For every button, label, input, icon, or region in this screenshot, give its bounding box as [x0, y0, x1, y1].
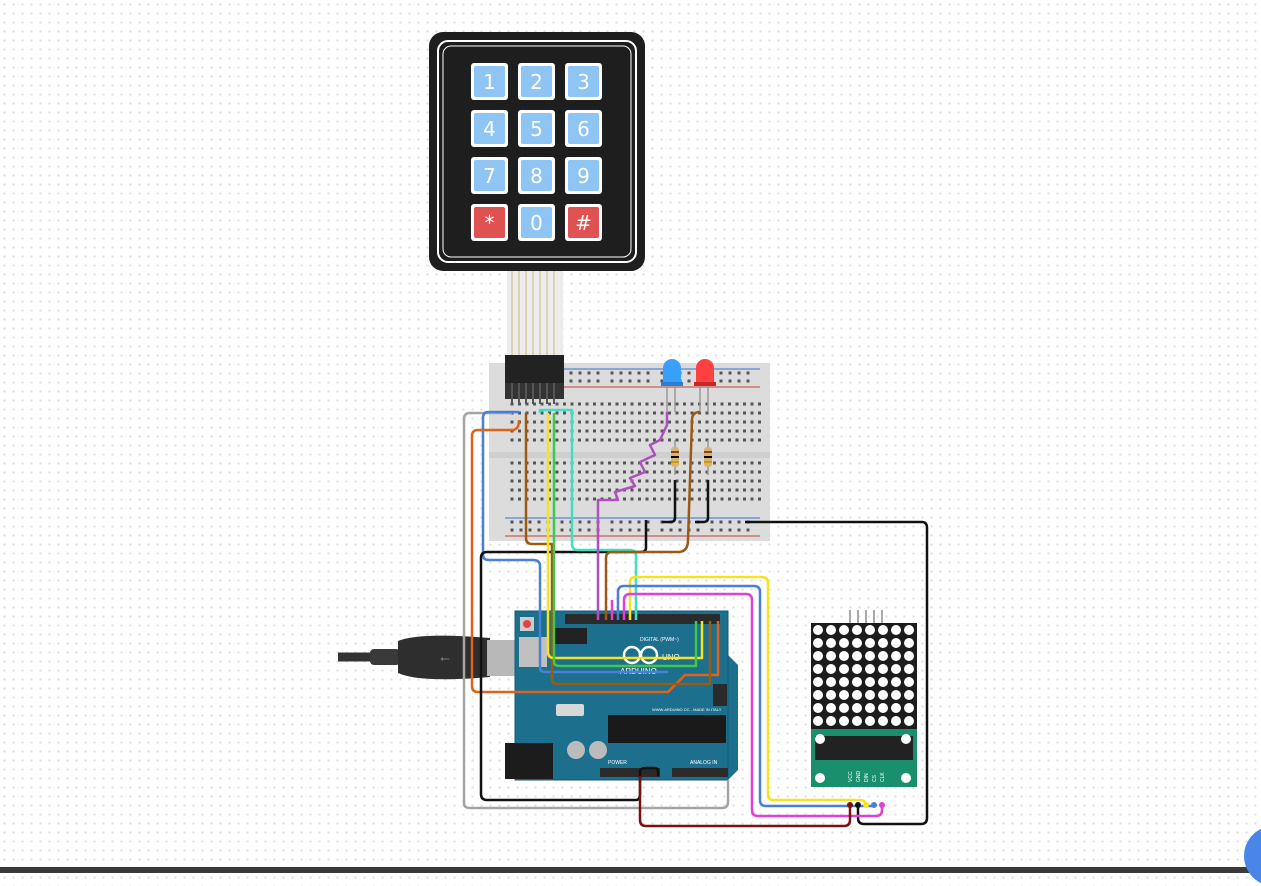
keypad-keys[interactable]: 1 2 3 4 5 6 7 8 9 * 0 #	[471, 63, 602, 241]
digital-label: DIGITAL (PWM~)	[640, 637, 679, 643]
status-bar	[0, 867, 1261, 873]
key-1[interactable]: 1	[471, 63, 508, 100]
power-jack	[505, 743, 553, 779]
wire-darkred-matrix-vcc[interactable]	[638, 776, 852, 828]
arduino-site-text: WWW.ARDUINO.CC - MADE IN ITALY	[652, 707, 722, 712]
key-label: 5	[530, 117, 543, 141]
wire-yellow-matrix-din[interactable]	[628, 575, 868, 807]
keypad[interactable]: 1 2 3 4 5 6 7 8 9 * 0 #	[429, 32, 645, 357]
key-5[interactable]: 5	[518, 110, 555, 147]
keypad-connector	[505, 355, 564, 404]
wire-brown-led[interactable]	[604, 410, 701, 620]
led-blue[interactable]	[661, 359, 683, 412]
power-label: POWER	[608, 760, 627, 766]
usb-plug	[398, 635, 490, 680]
wire-blue-keypad[interactable]	[481, 410, 668, 674]
wire-gray[interactable]	[462, 411, 730, 810]
usb-connector	[487, 640, 519, 676]
key-2[interactable]: 2	[518, 63, 555, 100]
key-label: 8	[530, 164, 543, 188]
key-label: 9	[577, 164, 590, 188]
matrix-pin-din: DIN	[864, 773, 870, 782]
wire-black-led2[interactable]	[695, 480, 710, 524]
max7219-chip	[815, 736, 913, 760]
key-label: 2	[530, 70, 543, 94]
key-3[interactable]: 3	[565, 63, 602, 100]
wire-black-led1[interactable]	[662, 480, 677, 524]
wires[interactable]	[462, 408, 929, 828]
analog-label: ANALOG IN	[690, 760, 718, 766]
key-9[interactable]: 9	[565, 157, 602, 194]
wire-orange[interactable]	[470, 419, 720, 694]
keypad-ribbon-cable	[507, 271, 563, 357]
key-label: #	[575, 211, 592, 235]
matrix-pin-cs: CS	[872, 774, 878, 782]
wire-magenta-matrix-clk[interactable]	[622, 592, 884, 818]
arduino-logo	[622, 645, 659, 665]
wire-blue-matrix-cs[interactable]	[616, 584, 874, 808]
icsp-header	[713, 684, 727, 706]
usb-cable[interactable]: ⭠	[338, 635, 519, 680]
key-7[interactable]: 7	[471, 157, 508, 194]
crystal	[556, 704, 584, 716]
power-header[interactable]	[600, 768, 660, 777]
key-label: 4	[483, 117, 496, 141]
matrix-pin-tips	[847, 802, 885, 808]
key-label: 7	[483, 164, 496, 188]
key-8[interactable]: 8	[518, 157, 555, 194]
capacitor-1	[567, 741, 585, 759]
analog-header[interactable]	[672, 768, 728, 777]
led-matrix-dots	[813, 625, 914, 726]
floating-action-button[interactable]	[1244, 826, 1261, 886]
matrix-pin-gnd: GND	[856, 771, 862, 783]
atmega-chip	[608, 715, 726, 743]
led-blue-lens	[663, 359, 681, 385]
key-label: 3	[577, 70, 590, 94]
key-4[interactable]: 4	[471, 110, 508, 147]
key-label: 0	[530, 211, 543, 235]
led-red[interactable]	[694, 359, 716, 412]
wire-purple-led[interactable]	[596, 412, 669, 620]
digital-header[interactable]	[565, 614, 720, 624]
wire-black-matrix-gnd[interactable]	[745, 520, 929, 826]
key-0[interactable]: 0	[518, 204, 555, 241]
key-label: *	[485, 211, 495, 235]
usb-icon: ⭠	[440, 651, 450, 665]
key-label: 1	[483, 70, 496, 94]
led-matrix-display	[811, 623, 917, 729]
resistor-2[interactable]	[704, 440, 712, 475]
usb-b-port	[519, 637, 547, 667]
key-6[interactable]: 6	[565, 110, 602, 147]
wire-brown-keypad[interactable]	[524, 413, 712, 686]
wire-green[interactable]	[552, 413, 698, 668]
resistor-1[interactable]	[671, 440, 679, 475]
key-star[interactable]: *	[471, 204, 508, 241]
key-hash[interactable]: #	[565, 204, 602, 241]
key-label: 6	[577, 117, 590, 141]
matrix-pin-vcc: VCC	[848, 771, 854, 782]
led-red-lens	[696, 359, 714, 385]
breadboard-center-channel	[489, 452, 770, 458]
capacitor-2	[589, 741, 607, 759]
matrix-pin-clk: CLK	[880, 772, 886, 782]
